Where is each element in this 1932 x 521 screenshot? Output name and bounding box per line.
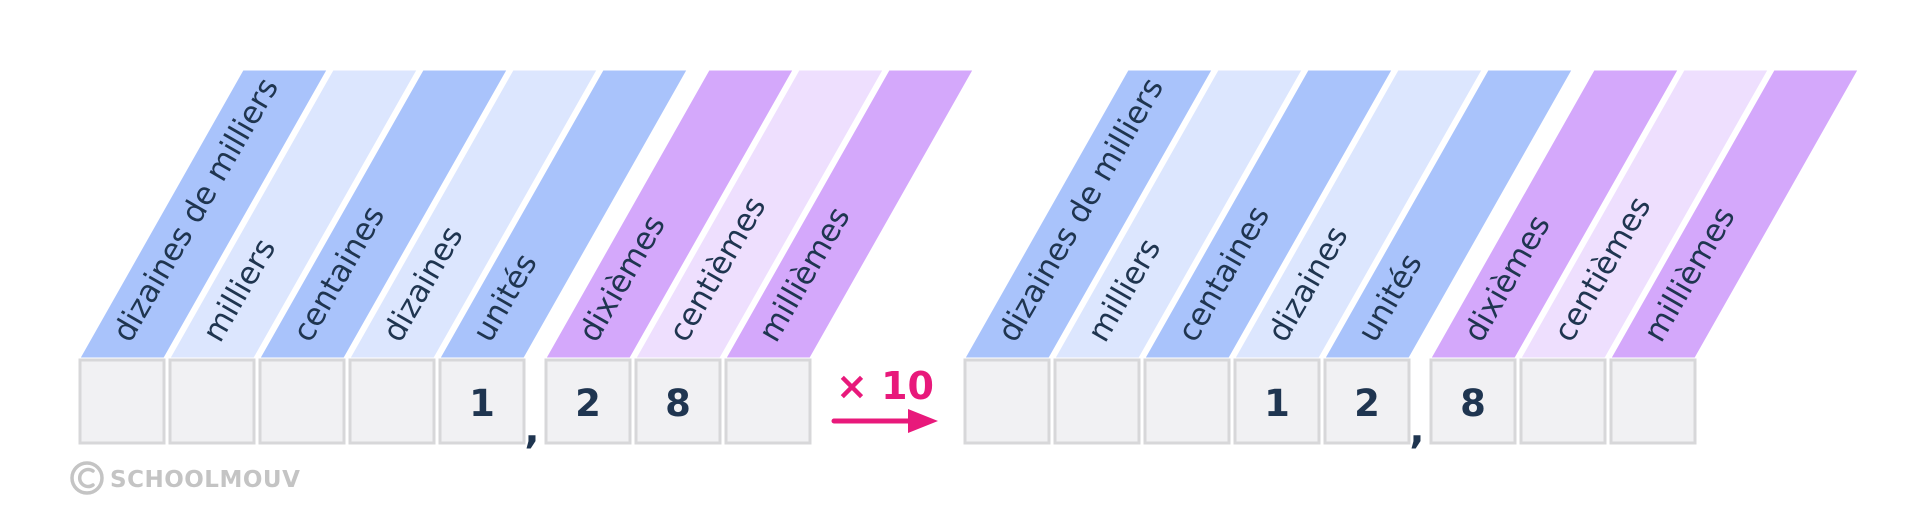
digit-cell <box>724 358 812 445</box>
column-header-band <box>169 69 418 359</box>
digit-cell <box>1053 358 1141 445</box>
decimal-separator: , <box>1409 407 1424 453</box>
digit-cell <box>544 358 632 445</box>
digit-cell <box>1323 358 1411 445</box>
brand-name: SCHOOLMOUV <box>110 467 300 493</box>
digit-cell <box>1233 358 1321 445</box>
right-arrow-icon <box>831 409 938 433</box>
column-header-band <box>964 69 1213 359</box>
column-header-band <box>1610 69 1859 359</box>
digit-cell <box>348 358 436 445</box>
column-header-band <box>1324 69 1573 359</box>
digit-cell <box>78 358 166 445</box>
cell-digit: 2 <box>1354 382 1380 425</box>
column-header-band <box>725 69 974 359</box>
cell-digit: 8 <box>665 382 691 425</box>
cell-digit: 1 <box>1264 382 1290 425</box>
cell-digit: 1 <box>469 382 495 425</box>
column-header-band <box>545 69 794 359</box>
column-header-band <box>439 69 688 359</box>
column-header-band <box>1234 69 1483 359</box>
place-value-column: milliers <box>168 69 418 445</box>
operation-label: × 10 <box>836 364 934 408</box>
multiply-operation: × 10 <box>831 364 938 433</box>
copyright-icon <box>70 461 104 495</box>
column-header-band <box>1520 69 1769 359</box>
digit-cell <box>1609 358 1697 445</box>
column-header-band <box>1430 69 1679 359</box>
column-header-band <box>349 69 598 359</box>
brand-watermark: SCHOOLMOUV <box>70 461 300 495</box>
place-value-column: centaines <box>258 69 508 445</box>
digit-cell <box>1143 358 1231 445</box>
digit-cell <box>1429 358 1517 445</box>
digit-cell <box>168 358 256 445</box>
digit-cell <box>1519 358 1607 445</box>
column-header-band <box>79 69 328 359</box>
digit-cell <box>258 358 346 445</box>
column-header-band <box>635 69 884 359</box>
digit-cell <box>438 358 526 445</box>
cell-digit: 8 <box>1460 382 1486 425</box>
column-header-band <box>1054 69 1303 359</box>
digit-cell <box>634 358 722 445</box>
column-header-band <box>259 69 508 359</box>
cell-digit: 2 <box>575 382 601 425</box>
digit-cell <box>963 358 1051 445</box>
column-header-band <box>1144 69 1393 359</box>
decimal-separator: , <box>524 407 539 453</box>
place-value-column: milliers <box>1053 69 1303 445</box>
